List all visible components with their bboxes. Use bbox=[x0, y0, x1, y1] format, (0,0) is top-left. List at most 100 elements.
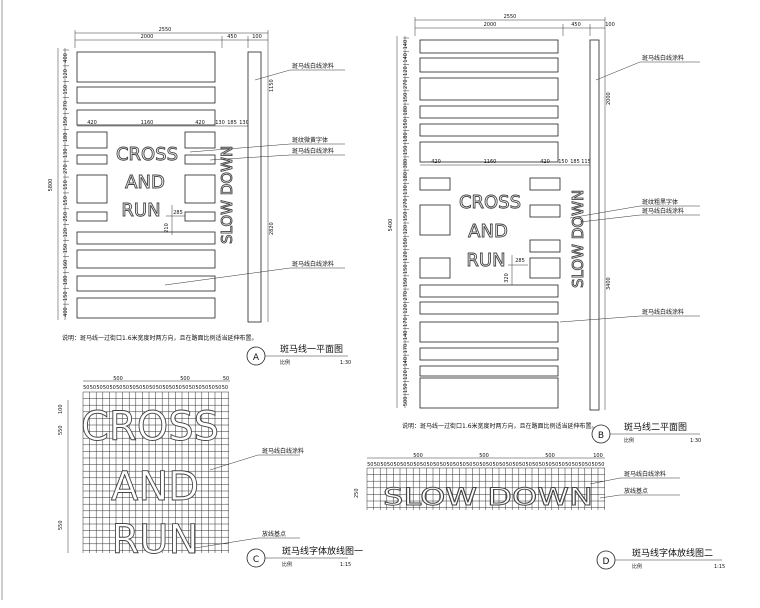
c-word-cross: CROSS bbox=[81, 404, 219, 450]
svg-text:100: 100 bbox=[605, 22, 615, 28]
left-dim-label: 150 bbox=[63, 244, 69, 254]
grid-dim-label: 50 bbox=[493, 462, 499, 468]
grid-dim-label: 50 bbox=[103, 385, 109, 391]
grid-dim-label: 50 bbox=[545, 462, 551, 468]
left-dim-label: 120 bbox=[403, 225, 409, 235]
c-grid bbox=[82, 391, 229, 553]
svg-text:斑马线白线涂料: 斑马线白线涂料 bbox=[642, 207, 684, 215]
svg-text:500: 500 bbox=[113, 376, 123, 382]
grid-dim-label: 50 bbox=[96, 385, 102, 391]
grid-dim-label: 50 bbox=[209, 385, 215, 391]
left-dim-label: 170 bbox=[403, 317, 409, 327]
grid-dim-label: 50 bbox=[585, 462, 591, 468]
grid-dim-label: 50 bbox=[195, 385, 201, 391]
left-dim-label: 380 bbox=[403, 159, 409, 169]
a-label-1: 斑马线白线涂料 bbox=[292, 62, 334, 70]
left-dim-label: 130 bbox=[63, 148, 69, 158]
left-dim-label: 150 bbox=[63, 117, 69, 127]
svg-text:斑马线白线涂料: 斑马线白线涂料 bbox=[624, 470, 666, 478]
grid-dim-label: 50 bbox=[149, 385, 155, 391]
b-word-cross: CROSS bbox=[459, 192, 521, 213]
left-dim-label: 270 bbox=[403, 291, 409, 301]
grid-dim-label: 50 bbox=[162, 385, 168, 391]
grid-dim-label: 50 bbox=[506, 462, 512, 468]
svg-text:1160: 1160 bbox=[484, 159, 497, 165]
grid-dim-label: 50 bbox=[466, 462, 472, 468]
grid-dim-label: 50 bbox=[182, 385, 188, 391]
grid-dim-label: 50 bbox=[539, 462, 545, 468]
svg-text:2000: 2000 bbox=[606, 92, 612, 105]
svg-text:285: 285 bbox=[173, 210, 183, 216]
svg-text:420: 420 bbox=[195, 120, 205, 126]
left-dim-label: 120 bbox=[63, 228, 69, 238]
b-slow-down: SLOW DOWN bbox=[569, 190, 587, 288]
grid-dim-label: 50 bbox=[380, 462, 386, 468]
svg-text:说明：斑马线一过街口1.6米宽度时两方向，且在路面比例适当延: 说明：斑马线一过街口1.6米宽度时两方向，且在路面比例适当延伸布置。 bbox=[402, 422, 598, 430]
grid-dim-label: 50 bbox=[90, 385, 96, 391]
left-dim-label: 150 bbox=[403, 264, 409, 274]
grid-dim-label: 50 bbox=[572, 462, 578, 468]
a-note: 说明：斑马线一过街口1.6米宽度时两方向，且在路面比例适当延伸布置。 bbox=[62, 334, 258, 342]
left-dim-label: 120 bbox=[403, 251, 409, 261]
svg-text:斑马线白线涂料: 斑马线白线涂料 bbox=[642, 308, 684, 316]
svg-text:1150: 1150 bbox=[269, 79, 275, 92]
left-dim-label: 150 bbox=[403, 278, 409, 288]
svg-text:285: 285 bbox=[515, 258, 525, 264]
grid-dim-label: 50 bbox=[394, 462, 400, 468]
a-dim-total: 2550 bbox=[159, 27, 172, 33]
svg-text:1:30: 1:30 bbox=[340, 360, 351, 366]
left-dim-label: 180 bbox=[63, 276, 69, 286]
svg-text:550: 550 bbox=[58, 520, 64, 530]
grid-dim-label: 50 bbox=[222, 385, 228, 391]
grid-dim-label: 50 bbox=[479, 462, 485, 468]
svg-text:130: 130 bbox=[215, 120, 225, 126]
svg-text:B: B bbox=[598, 431, 604, 441]
svg-text:比例: 比例 bbox=[282, 561, 292, 568]
svg-text:5400: 5400 bbox=[388, 219, 394, 232]
left-dim-label: 150 bbox=[63, 291, 69, 301]
svg-text:D: D bbox=[603, 557, 610, 567]
left-dim-label: 180 bbox=[403, 106, 409, 116]
a-label-2: 斑纹微黄字体 bbox=[292, 136, 328, 144]
a-word-run: RUN bbox=[121, 200, 160, 221]
grid-dim-label: 50 bbox=[433, 462, 439, 468]
left-dim-label: 150 bbox=[403, 238, 409, 248]
grid-dim-label: 50 bbox=[420, 462, 426, 468]
left-dim-label: 400 bbox=[63, 53, 69, 63]
grid-dim-label: 50 bbox=[374, 462, 380, 468]
left-dim-label: 500 bbox=[403, 397, 409, 407]
svg-text:1:30: 1:30 bbox=[690, 438, 701, 444]
grid-dim-label: 50 bbox=[427, 462, 433, 468]
svg-text:放线基点: 放线基点 bbox=[624, 487, 648, 495]
grid-dim-label: 50 bbox=[559, 462, 565, 468]
left-dim-label: 400 bbox=[63, 307, 69, 317]
left-dim-label: 120 bbox=[403, 66, 409, 76]
svg-text:1160: 1160 bbox=[141, 120, 154, 126]
svg-text:420: 420 bbox=[431, 159, 441, 165]
grid-dim-label: 50 bbox=[189, 385, 195, 391]
left-dim-label: 140 bbox=[403, 357, 409, 367]
svg-text:3400: 3400 bbox=[606, 277, 612, 290]
svg-text:1:15: 1:15 bbox=[714, 564, 725, 570]
a-dim-left: 2000 bbox=[141, 34, 154, 40]
grid-dim-label: 50 bbox=[136, 385, 142, 391]
left-dim-label: 150 bbox=[403, 383, 409, 393]
svg-text:130: 130 bbox=[239, 120, 249, 126]
plan-a: 2550 2000 450 100 4001201502701501801302… bbox=[48, 27, 351, 366]
left-dim-label: 270 bbox=[63, 164, 69, 174]
svg-text:420: 420 bbox=[87, 120, 97, 126]
grid-dim-label: 50 bbox=[176, 385, 182, 391]
b-word-run: RUN bbox=[466, 250, 505, 271]
grid-dim-label: 50 bbox=[446, 462, 452, 468]
svg-text:250: 250 bbox=[354, 488, 360, 498]
a-label-3: 斑马线白线涂料 bbox=[292, 147, 334, 155]
svg-text:2820: 2820 bbox=[269, 222, 275, 235]
svg-text:斑马线白线涂料: 斑马线白线涂料 bbox=[642, 54, 684, 62]
grid-dim-label: 50 bbox=[129, 385, 135, 391]
left-dim-label: 270 bbox=[403, 198, 409, 208]
svg-text:185: 185 bbox=[227, 120, 237, 126]
grid-dim-label: 50 bbox=[499, 462, 505, 468]
a-dim-right: 100 bbox=[252, 34, 262, 40]
grid-dim-label: 50 bbox=[460, 462, 466, 468]
